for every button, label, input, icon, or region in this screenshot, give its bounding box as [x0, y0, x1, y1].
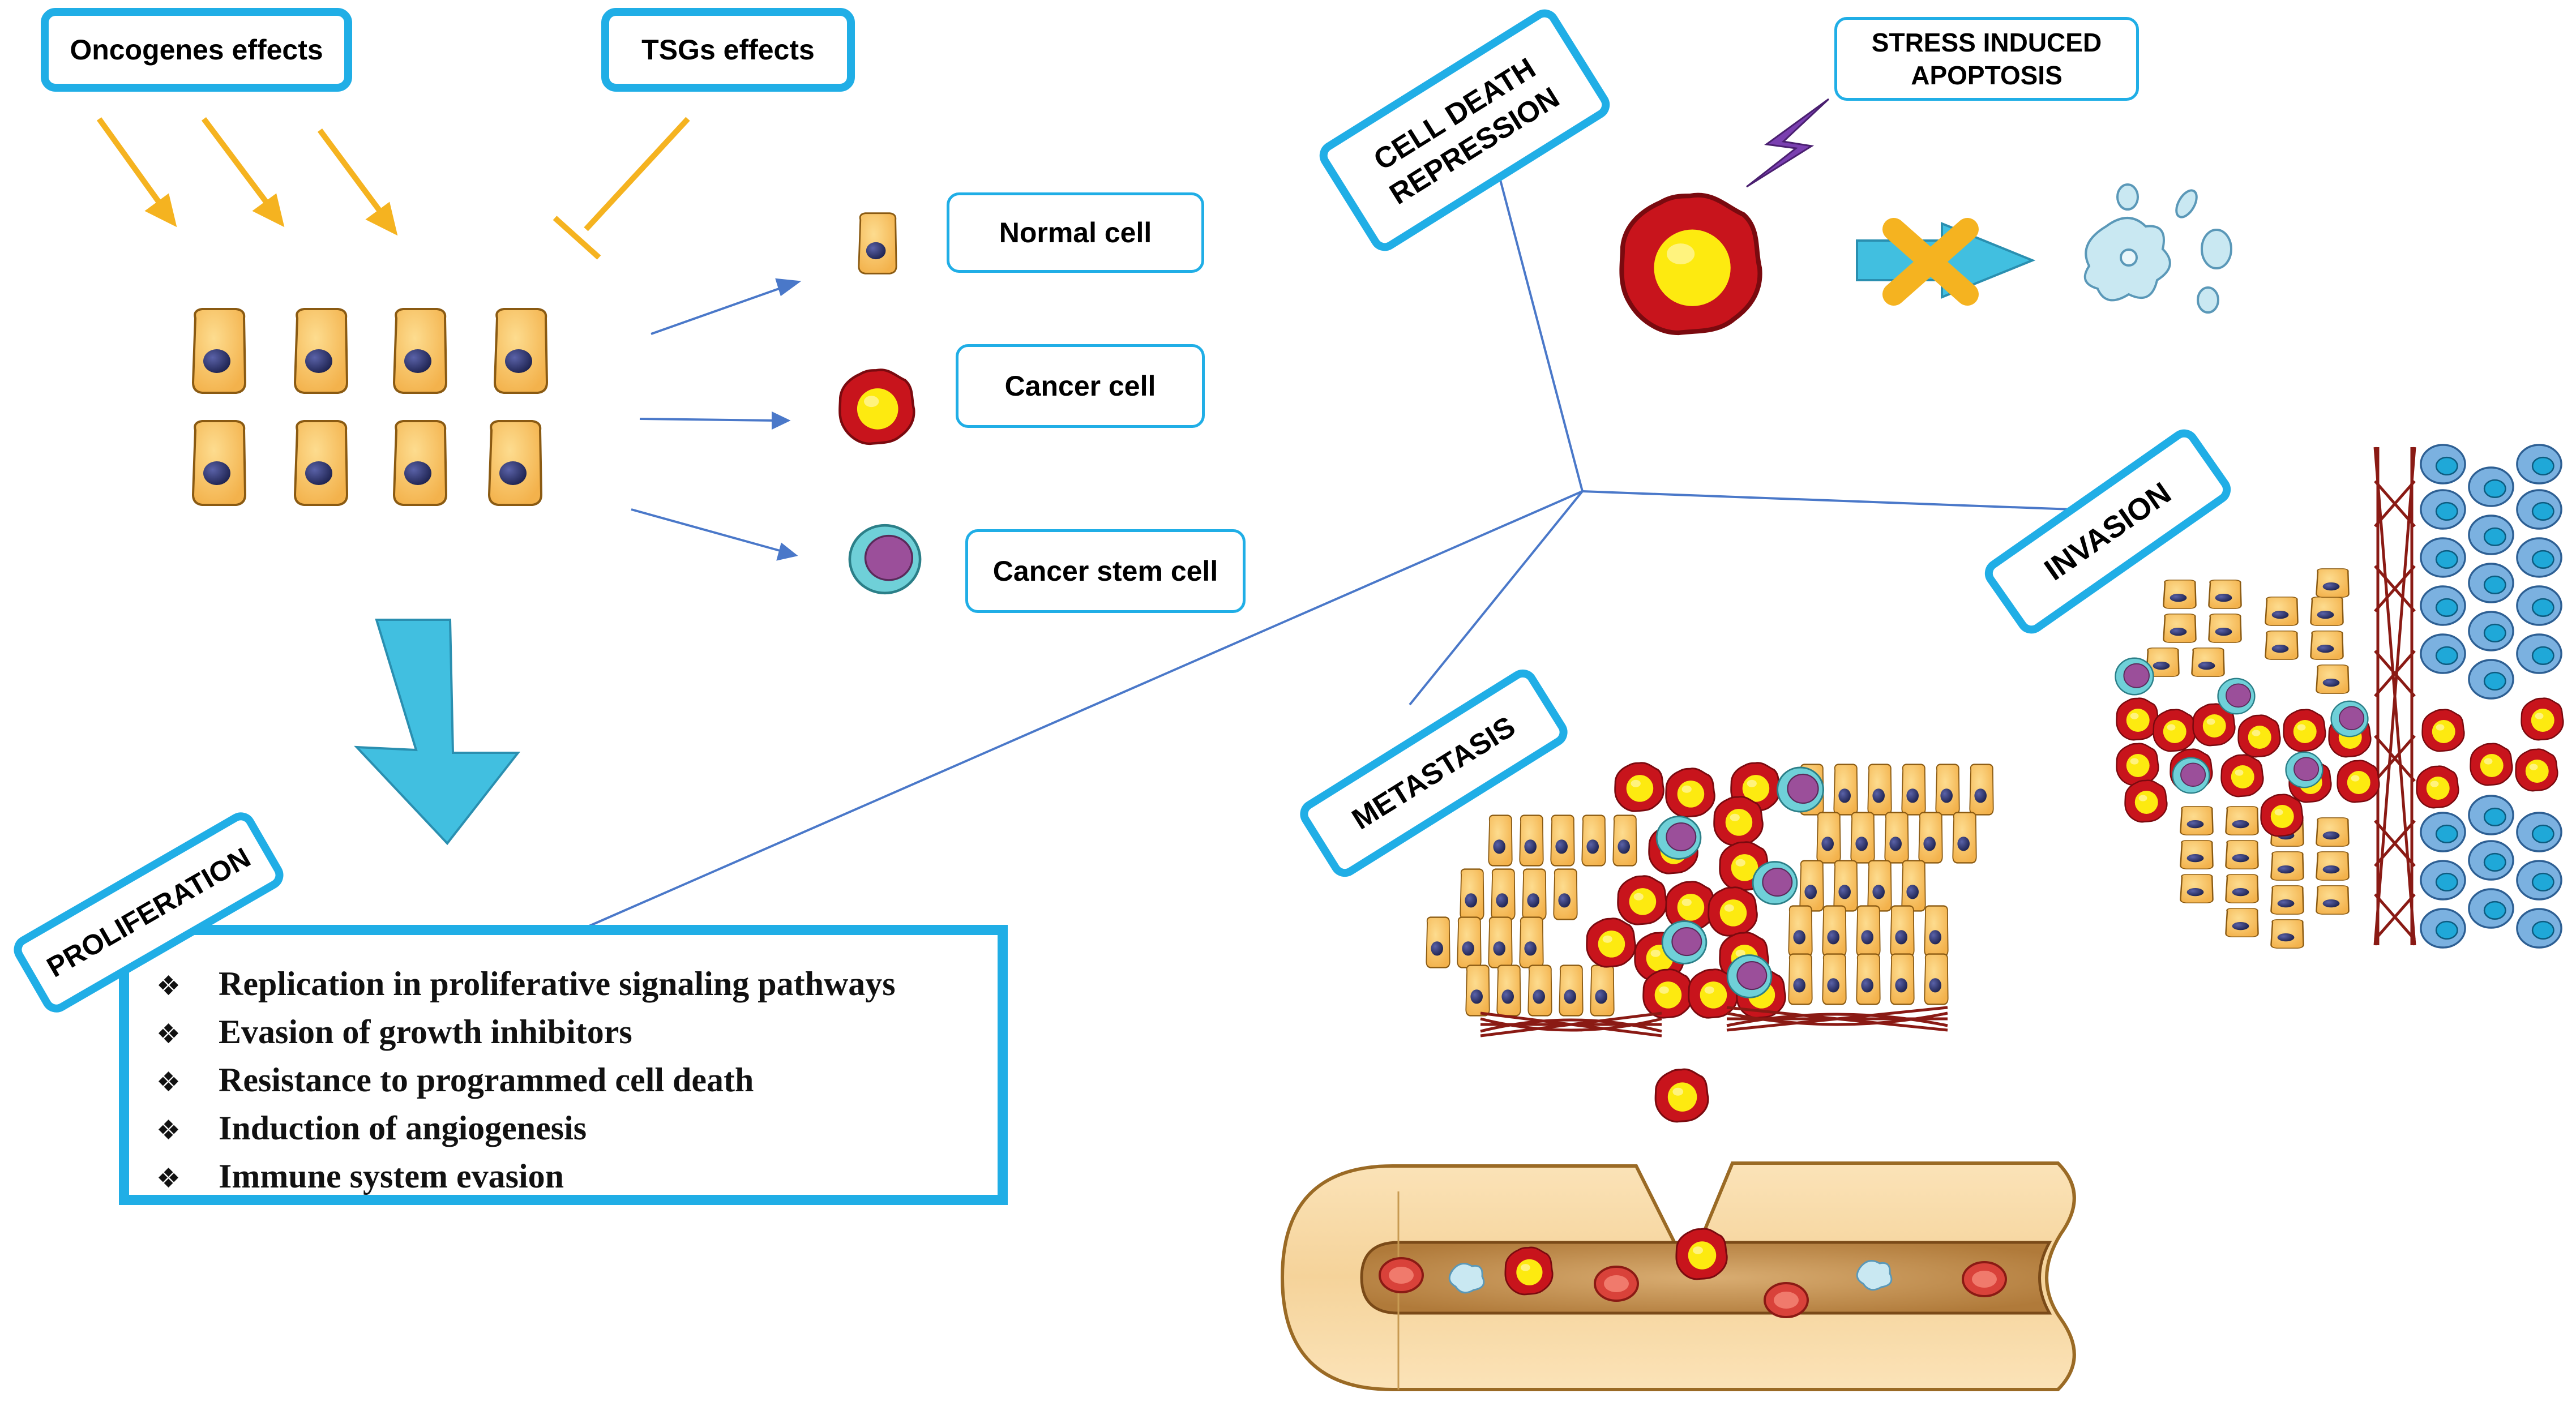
cell-type-arrows: [631, 278, 802, 561]
normal-cell-cluster: [192, 308, 548, 506]
cancer-stem-cell-label: Cancer stem cell: [965, 529, 1246, 613]
bullet-diamond-icon: ❖: [156, 970, 181, 1002]
stress-induced-apoptosis-label: STRESS INDUCED APOPTOSIS: [1834, 17, 2139, 101]
oncogene-arrows: [96, 117, 398, 236]
blocked-arrow-icon: [1856, 218, 2036, 306]
normal-cell-label: Normal cell: [947, 192, 1204, 273]
list-item: ❖Evasion of growth inhibitors: [156, 1009, 998, 1057]
normal-cell-icon: [858, 212, 897, 275]
bullet-diamond-icon: ❖: [156, 1066, 181, 1098]
list-item: ❖Induction of angiogenesis: [156, 1105, 998, 1154]
blood-vessel: [1280, 1161, 2076, 1391]
tsgs-effects-label: TSGs effects: [601, 8, 855, 92]
list-item: ❖Immune system evasion: [156, 1154, 998, 1202]
bullet-diamond-icon: ❖: [156, 1018, 181, 1050]
metastasis-tissue: [1426, 762, 1994, 1123]
tsg-inhibition-line: [553, 117, 690, 260]
apoptotic-body-icon: [2083, 183, 2232, 314]
list-item: ❖Replication in proliferative signaling …: [156, 961, 998, 1009]
cancer-stem-cell-icon: [850, 525, 920, 593]
oncogenes-effects-label: Oncogenes effects: [41, 8, 352, 92]
cancer-cell-label: Cancer cell: [956, 344, 1205, 428]
proliferation-hallmarks-list: ❖Replication in proliferative signaling …: [119, 925, 1008, 1205]
cancer-cell-icon: [840, 370, 914, 444]
list-item: ❖Resistance to programmed cell death: [156, 1057, 998, 1105]
bullet-diamond-icon: ❖: [156, 1114, 181, 1146]
proliferation-arrow-icon: [354, 619, 521, 846]
invasion-tissue: [2115, 444, 2564, 949]
lightning-icon: [1746, 98, 1830, 188]
apoptosis-resistant-cancer-cell-icon: [1621, 195, 1760, 333]
bullet-diamond-icon: ❖: [156, 1163, 181, 1194]
connector-lines: [577, 179, 2073, 932]
